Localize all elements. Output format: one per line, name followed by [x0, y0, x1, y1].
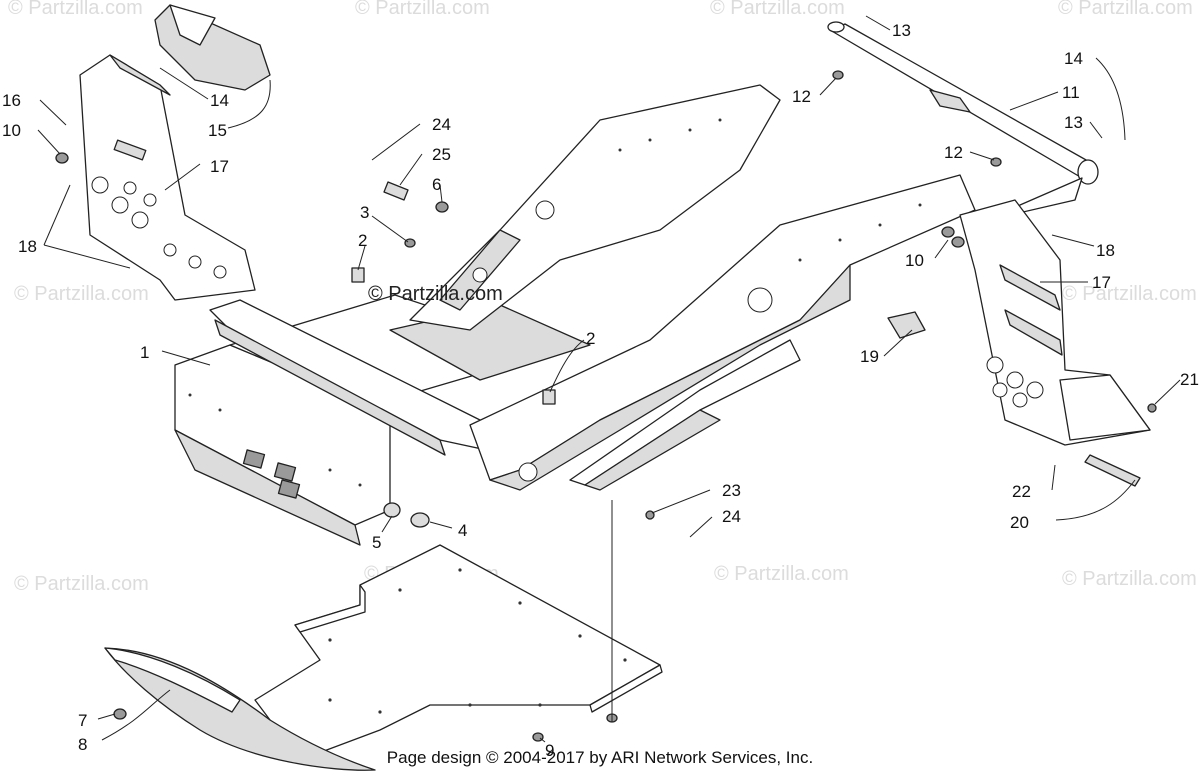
callout-6: 6 — [432, 175, 441, 194]
callout-23: 23 — [722, 481, 741, 500]
center-watermark: © Partzilla.com — [368, 283, 503, 305]
spacer-2 — [351, 267, 365, 283]
callout-15: 15 — [208, 121, 227, 140]
callout-11: 11 — [1062, 83, 1080, 102]
nut-6 — [435, 201, 449, 213]
callout-8: 8 — [78, 735, 87, 754]
callout-24: 24 — [432, 115, 451, 134]
left-cover-part — [154, 4, 271, 91]
leader-lines — [37, 15, 1181, 743]
callout-18: 18 — [18, 237, 37, 256]
nut-10b — [941, 226, 955, 238]
watermark: © Partzilla.com — [710, 0, 845, 19]
callout-21: 21 — [1180, 370, 1199, 389]
watermark: © Partzilla.com — [14, 573, 149, 595]
screw-7 — [113, 708, 127, 720]
watermark: © Partzilla.com — [1058, 0, 1193, 19]
callout-2: 2 — [358, 231, 367, 250]
callout-10: 10 — [2, 121, 21, 140]
watermark: © Partzilla.com — [1062, 283, 1197, 305]
callout-20: 20 — [1010, 513, 1029, 532]
right-footrest-part — [959, 199, 1151, 446]
callout-13: 13 — [892, 21, 911, 40]
callout-17: 17 — [210, 157, 229, 176]
left-footrest-part — [79, 54, 256, 301]
callout-16: 16 — [2, 91, 21, 110]
callout-25: 25 — [432, 145, 451, 164]
callout-13: 13 — [1064, 113, 1083, 132]
callout-2: 2 — [586, 329, 595, 348]
callout-19: 19 — [860, 347, 879, 366]
nut-10c — [951, 236, 965, 248]
callout-14: 14 — [1064, 49, 1083, 68]
watermark: © Partzilla.com — [714, 563, 849, 585]
bushing-3 — [404, 238, 416, 248]
callout-labels: 1 2 2 3 4 5 6 7 8 9 10 10 11 12 12 13 13… — [2, 21, 1199, 760]
callout-10: 10 — [905, 251, 924, 270]
spacer-2b — [542, 389, 556, 405]
callout-14: 14 — [210, 91, 229, 110]
washer-4 — [410, 512, 430, 528]
nut-10 — [55, 152, 69, 164]
callout-17: 17 — [1092, 273, 1111, 292]
rivet-21 — [1147, 403, 1157, 413]
callout-3: 3 — [360, 203, 369, 222]
watermark: © Partzilla.com — [1062, 568, 1197, 590]
callout-5: 5 — [372, 533, 381, 552]
callout-12: 12 — [944, 143, 963, 162]
watermark: © Partzilla.com — [14, 283, 149, 305]
steering-post-part — [827, 21, 1099, 216]
watermark: © Partzilla.com — [355, 0, 490, 19]
callout-7: 7 — [78, 711, 87, 730]
nut-12 — [832, 70, 844, 80]
front-skid-part — [104, 647, 376, 771]
callout-18: 18 — [1096, 241, 1115, 260]
copyright-footer: Page design © 2004-2017 by ARI Network S… — [386, 748, 814, 767]
callout-1: 1 — [140, 343, 149, 362]
callout-12: 12 — [792, 87, 811, 106]
callout-22: 22 — [1012, 482, 1031, 501]
main-frame-part — [174, 84, 976, 546]
washer-5 — [383, 502, 401, 518]
bottom-pan-part — [254, 544, 663, 761]
callout-4: 4 — [458, 521, 467, 540]
callout-9: 9 — [545, 741, 554, 760]
callout-24: 24 — [722, 507, 741, 526]
clip-19 — [887, 311, 926, 339]
watermark: © Partzilla.com — [8, 0, 143, 19]
strip-20 — [1084, 454, 1141, 487]
clip-25 — [383, 181, 409, 201]
